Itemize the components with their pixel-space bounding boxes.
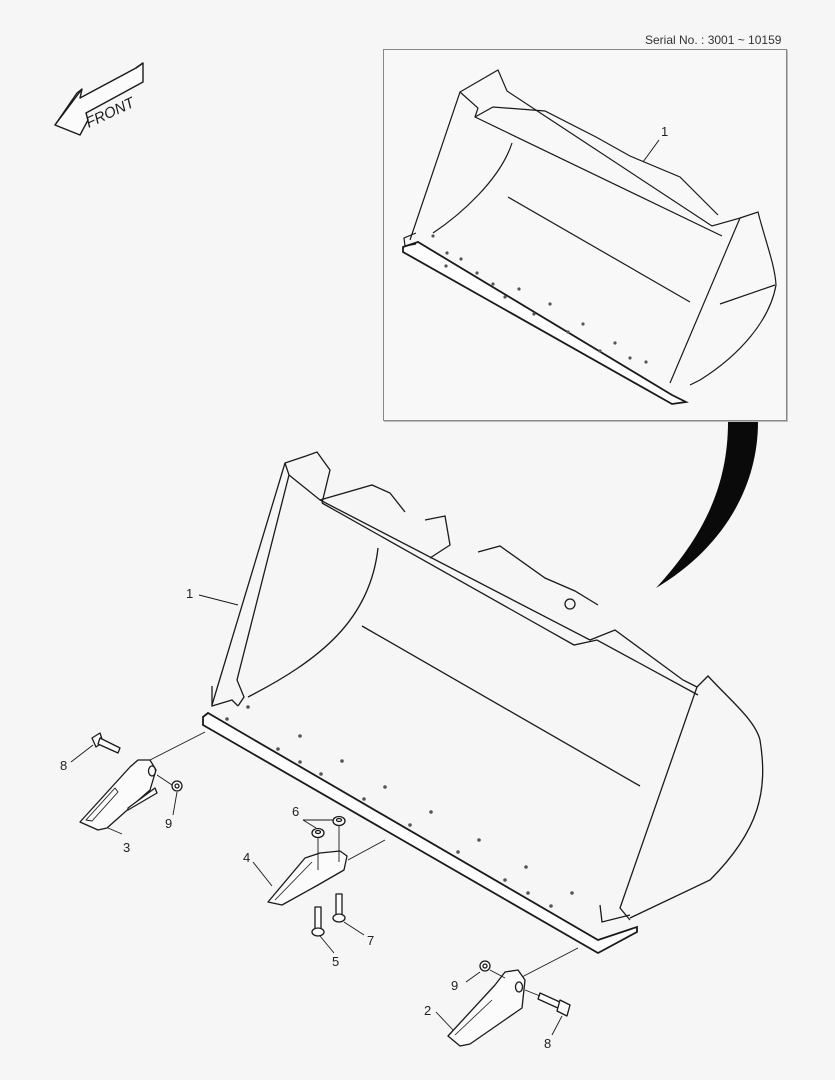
- tooth-right-assembly: [435, 960, 571, 1047]
- callout-8-left: 8: [60, 758, 67, 773]
- serial-number-label: Serial No. : 3001 ~ 10159: [645, 33, 782, 47]
- bolt-icon: [311, 906, 325, 937]
- inset-bucket-drawing: [402, 69, 777, 405]
- nut-icon: [332, 815, 346, 827]
- callout-7: 7: [367, 933, 374, 948]
- tooth-left-assembly: [70, 732, 183, 835]
- inset-callout-1: 1: [661, 124, 668, 139]
- bolt-icon: [91, 732, 121, 754]
- callout-6: 6: [292, 804, 299, 819]
- nut-icon: [311, 827, 325, 839]
- callout-8-right: 8: [544, 1036, 551, 1051]
- bolt-icon: [537, 992, 571, 1017]
- callout-5: 5: [332, 954, 339, 969]
- callout-1: 1: [186, 586, 193, 601]
- front-arrow-icon: FRONT: [54, 62, 144, 136]
- callout-9-left: 9: [165, 816, 172, 831]
- nut-icon: [479, 960, 491, 972]
- main-bucket-drawing: [149, 451, 764, 979]
- transition-arrow-icon: [656, 422, 758, 588]
- tooth-center-assembly: [252, 815, 365, 954]
- bolt-icon: [332, 893, 346, 923]
- callout-4: 4: [243, 850, 250, 865]
- callout-2: 2: [424, 1003, 431, 1018]
- callout-3: 3: [123, 840, 130, 855]
- nut-icon: [171, 780, 183, 792]
- callout-9-right: 9: [451, 978, 458, 993]
